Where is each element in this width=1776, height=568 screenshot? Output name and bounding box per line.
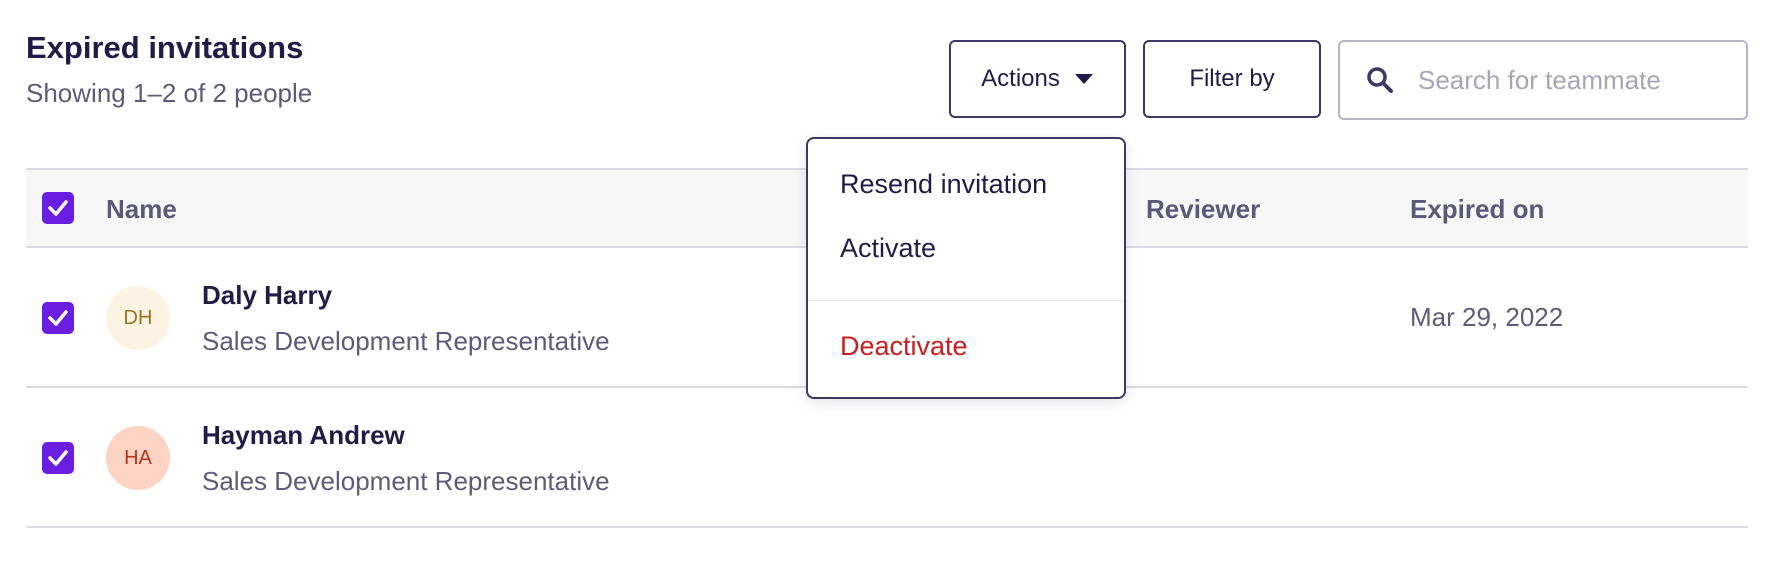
actions-button-label: Actions	[981, 65, 1060, 92]
menu-divider	[808, 300, 1124, 301]
teammate-role: Sales Development Representative	[202, 326, 610, 356]
check-icon	[48, 200, 68, 216]
row-checkbox[interactable]	[42, 442, 74, 474]
teammate-name: Hayman Andrew	[202, 420, 405, 450]
filter-by-button[interactable]: Filter by	[1143, 40, 1321, 118]
avatar: DH	[106, 286, 170, 350]
search-input[interactable]	[1416, 63, 1740, 97]
actions-dropdown-menu: Resend invitation Activate Deactivate	[806, 137, 1126, 399]
avatar: HA	[106, 426, 170, 490]
results-count: Showing 1–2 of 2 people	[26, 78, 313, 108]
row-checkbox[interactable]	[42, 302, 74, 334]
column-header-expired-on[interactable]: Expired on	[1410, 194, 1545, 224]
column-header-reviewer[interactable]: Reviewer	[1146, 194, 1261, 224]
menu-item-activate[interactable]: Activate	[840, 233, 937, 263]
menu-item-deactivate[interactable]: Deactivate	[840, 331, 968, 361]
page-title: Expired invitations	[26, 30, 304, 65]
select-all-checkbox[interactable]	[42, 192, 74, 224]
search-box[interactable]	[1338, 40, 1748, 120]
caret-down-icon	[1074, 73, 1094, 85]
check-icon	[48, 450, 68, 466]
check-icon	[48, 310, 68, 326]
teammate-role: Sales Development Representative	[202, 466, 610, 496]
actions-button[interactable]: Actions	[949, 40, 1126, 118]
column-header-name[interactable]: Name	[106, 194, 177, 224]
expired-on-date: Mar 29, 2022	[1410, 302, 1564, 332]
menu-item-resend-invitation[interactable]: Resend invitation	[840, 169, 1048, 199]
teammate-name: Daly Harry	[202, 280, 333, 310]
search-icon	[1366, 66, 1394, 94]
table-row: HA Hayman Andrew Sales Development Repre…	[26, 388, 1748, 528]
filter-by-label: Filter by	[1189, 65, 1275, 92]
